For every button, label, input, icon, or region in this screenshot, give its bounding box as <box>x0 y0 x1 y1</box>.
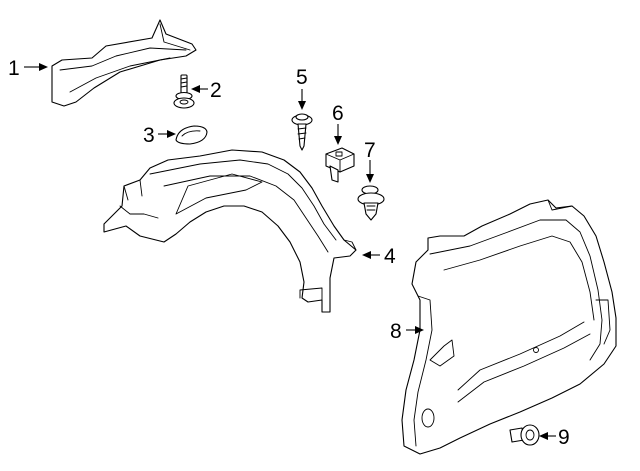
part-4-wheelhouse-trim <box>103 149 357 313</box>
callout-6: 6 <box>332 102 344 125</box>
part-5-screw <box>291 113 313 151</box>
arrow-2 <box>191 85 200 93</box>
callout-leaders <box>24 63 556 440</box>
arrow-9 <box>539 432 548 440</box>
callout-1: 1 <box>8 57 20 80</box>
callout-5: 5 <box>296 66 308 89</box>
arrow-6 <box>334 136 342 145</box>
callout-2: 2 <box>210 79 222 102</box>
arrow-3 <box>167 130 176 138</box>
part-1-trim-shield <box>51 19 197 107</box>
callout-9: 9 <box>558 426 570 449</box>
part-3-plug <box>175 125 208 145</box>
callout-labels: 1 2 3 4 5 6 7 8 9 <box>8 57 570 449</box>
callout-8: 8 <box>390 320 402 343</box>
arrow-5 <box>298 101 306 110</box>
part-8-quarter-panel <box>401 199 617 455</box>
part-9-plug <box>509 424 540 446</box>
arrow-4 <box>362 251 371 259</box>
part-6-clip-nut <box>325 147 355 183</box>
arrow-7 <box>366 174 374 183</box>
part-2-screw <box>173 74 195 109</box>
arrow-8 <box>415 326 424 334</box>
callout-7: 7 <box>364 139 376 162</box>
callout-4: 4 <box>384 245 396 268</box>
part-7-push-pin <box>357 185 385 221</box>
arrow-1 <box>39 63 48 71</box>
callout-3: 3 <box>143 124 155 147</box>
